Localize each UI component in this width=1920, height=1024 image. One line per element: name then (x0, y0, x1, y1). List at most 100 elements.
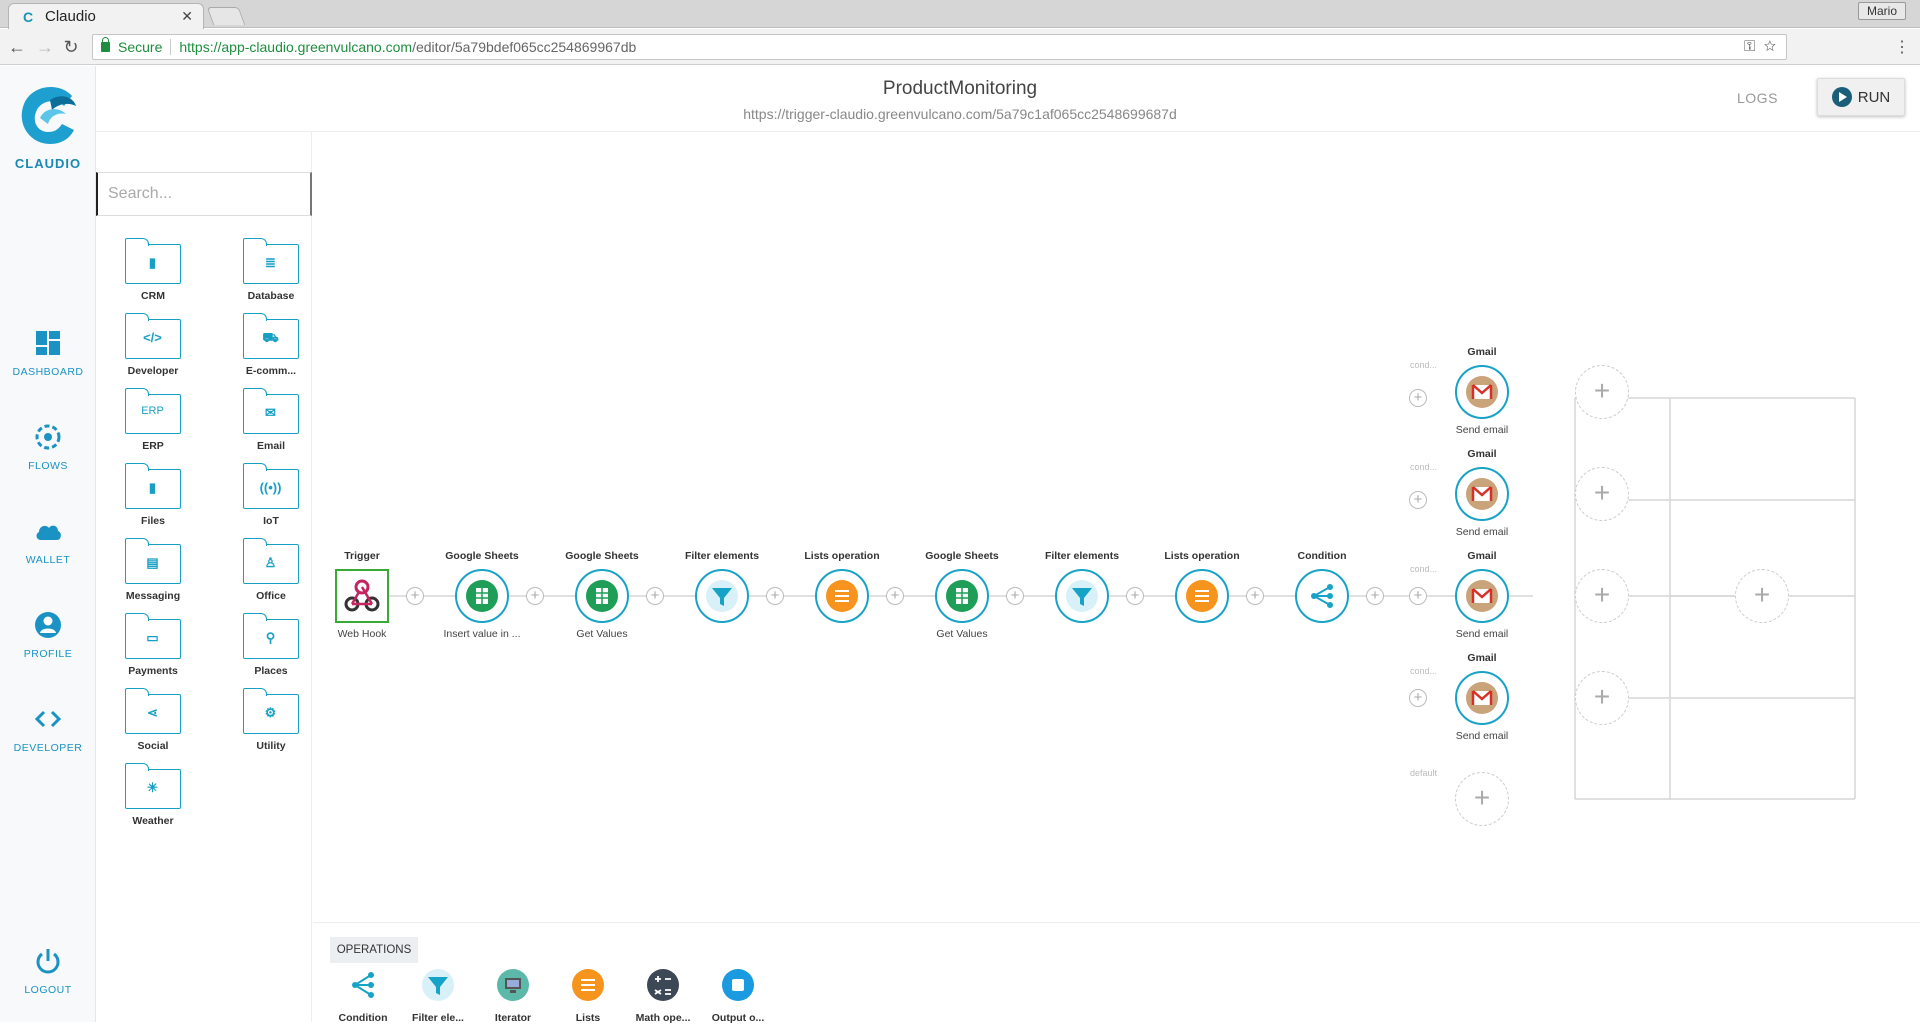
add-node-placeholder[interactable]: + (1735, 569, 1789, 623)
close-tab-icon[interactable]: ✕ (181, 8, 193, 24)
add-step-button[interactable]: + (886, 587, 904, 605)
tab-title: Claudio (45, 8, 96, 25)
operation-lists[interactable]: Lists (553, 969, 623, 1024)
add-step-button[interactable]: + (766, 587, 784, 605)
node-subtitle: Send email (1455, 730, 1509, 742)
profile-badge[interactable]: Mario (1857, 2, 1906, 20)
node-circle[interactable] (815, 569, 869, 623)
node-circle[interactable] (1295, 569, 1349, 623)
category-database[interactable]: ≣ Database (226, 238, 316, 312)
node-circle[interactable] (1455, 671, 1509, 725)
operation-label: Condition (338, 1012, 388, 1024)
branch-condition-label[interactable]: cond... (1410, 666, 1438, 676)
flow-url[interactable]: https://trigger-claudio.greenvulcano.com… (743, 106, 1177, 122)
app: CLAUDIO DASHBOARD FLOWS WALLET PROFILE D… (0, 66, 1920, 1024)
operation-iterator[interactable]: Iterator (478, 969, 548, 1024)
operation-condition[interactable]: Condition (328, 969, 398, 1024)
claudio-logo[interactable]: CLAUDIO (10, 78, 86, 171)
category-office[interactable]: ♙ Office (226, 538, 316, 612)
calculator-icon (647, 969, 679, 1001)
category-places[interactable]: ⚲ Places (226, 613, 316, 687)
operation-filter[interactable]: Filter ele... (403, 969, 473, 1024)
node-title: Lists operation (1164, 550, 1240, 562)
node-title: Google Sheets (565, 550, 639, 562)
nav-logout[interactable]: LOGOUT (0, 946, 96, 1016)
folder-icon: ▭ (124, 613, 181, 659)
add-node-placeholder[interactable]: + (1455, 772, 1509, 826)
menu-icon[interactable]: ⋮ (1894, 39, 1910, 56)
forward-icon[interactable]: → (36, 37, 54, 57)
add-step-button[interactable]: + (1409, 587, 1427, 605)
operation-math[interactable]: Math ope... (628, 969, 698, 1024)
add-step-button[interactable]: + (1006, 587, 1024, 605)
operation-output[interactable]: Output o... (703, 969, 773, 1024)
add-step-button[interactable]: + (1409, 689, 1427, 707)
category-social[interactable]: ⋖ Social (108, 688, 198, 762)
nav-developer[interactable]: DEVELOPER (0, 704, 96, 774)
add-step-button[interactable]: + (1366, 587, 1384, 605)
category-crm[interactable]: ▮ CRM (108, 238, 198, 312)
node-circle[interactable] (1455, 365, 1509, 419)
add-node-placeholder[interactable]: + (1575, 467, 1629, 521)
node-circle[interactable] (695, 569, 749, 623)
search-input[interactable] (96, 172, 312, 216)
nav-dashboard[interactable]: DASHBOARD (0, 328, 96, 398)
erp-icon: ERP (141, 405, 164, 417)
add-node-placeholder[interactable]: + (1575, 671, 1629, 725)
nav-flows[interactable]: FLOWS (0, 422, 96, 492)
category-messaging[interactable]: ▤ Messaging (108, 538, 198, 612)
url-input[interactable]: Secure https://app-claudio.greenvulcano.… (92, 34, 1787, 60)
logs-button[interactable]: LOGS (1737, 90, 1778, 106)
category-label: Utility (256, 740, 286, 752)
category-developer[interactable]: </> Developer (108, 313, 198, 387)
run-label: RUN (1857, 88, 1891, 106)
block-palette: ▮ CRM ≣ Database </> Developer ⛟ E-comm.… (96, 132, 312, 1022)
category-payments[interactable]: ▭ Payments (108, 613, 198, 687)
node-circle[interactable] (1455, 467, 1509, 521)
node-circle[interactable] (1455, 569, 1509, 623)
category-weather[interactable]: ☀ Weather (108, 763, 198, 837)
operations-tab[interactable]: OPERATIONS (330, 937, 418, 963)
node-circle[interactable] (455, 569, 509, 623)
webhook-node-box[interactable] (335, 569, 389, 623)
left-nav: CLAUDIO DASHBOARD FLOWS WALLET PROFILE D… (0, 66, 96, 1022)
branch-condition-label[interactable]: cond... (1410, 360, 1438, 370)
node-circle[interactable] (935, 569, 989, 623)
browser-tab[interactable]: C Claudio ✕ (8, 3, 204, 29)
nav-wallet[interactable]: WALLET (0, 516, 96, 586)
category-erp[interactable]: ERP ERP (108, 388, 198, 462)
node-circle[interactable] (1055, 569, 1109, 623)
add-node-placeholder[interactable]: + (1575, 569, 1629, 623)
category-files[interactable]: ▮ Files (108, 463, 198, 537)
run-button[interactable]: RUN (1817, 78, 1905, 116)
add-node-placeholder[interactable]: + (1575, 365, 1629, 419)
category-label: Weather (132, 815, 174, 827)
add-step-button[interactable]: + (1126, 587, 1144, 605)
omnibox-divider (170, 39, 172, 55)
key-star-icons[interactable]: ⚿ ☆ (1744, 38, 1776, 55)
category-ecommerce[interactable]: ⛟ E-comm... (226, 313, 316, 387)
back-icon[interactable]: ← (8, 37, 26, 57)
add-step-button[interactable]: + (646, 587, 664, 605)
add-step-button[interactable]: + (526, 587, 544, 605)
flow-canvas[interactable]: Trigger Web Hook + + + + + + + + + Googl… (313, 132, 1920, 922)
reload-icon[interactable]: ↻ (63, 37, 79, 57)
branch-condition-label[interactable]: cond... (1410, 462, 1438, 472)
nav-profile[interactable]: PROFILE (0, 610, 96, 680)
add-step-button[interactable]: + (1409, 389, 1427, 407)
default-branch-label[interactable]: default (1410, 768, 1438, 778)
flow-name[interactable]: ProductMonitoring (882, 78, 1038, 99)
add-step-button[interactable]: + (406, 587, 424, 605)
category-email[interactable]: ✉ Email (226, 388, 316, 462)
node-circle[interactable] (1175, 569, 1229, 623)
add-step-button[interactable]: + (1246, 587, 1264, 605)
claudio-favicon-icon: C (23, 8, 34, 25)
code-icon: </> (143, 330, 162, 345)
category-utility[interactable]: ⚙ Utility (226, 688, 316, 762)
node-circle[interactable] (575, 569, 629, 623)
new-tab-button[interactable] (206, 7, 246, 25)
category-iot[interactable]: ((•)) IoT (226, 463, 316, 537)
folder-icon: ((•)) (242, 463, 299, 509)
branch-condition-label[interactable]: cond... (1410, 564, 1438, 574)
add-step-button[interactable]: + (1409, 491, 1427, 509)
